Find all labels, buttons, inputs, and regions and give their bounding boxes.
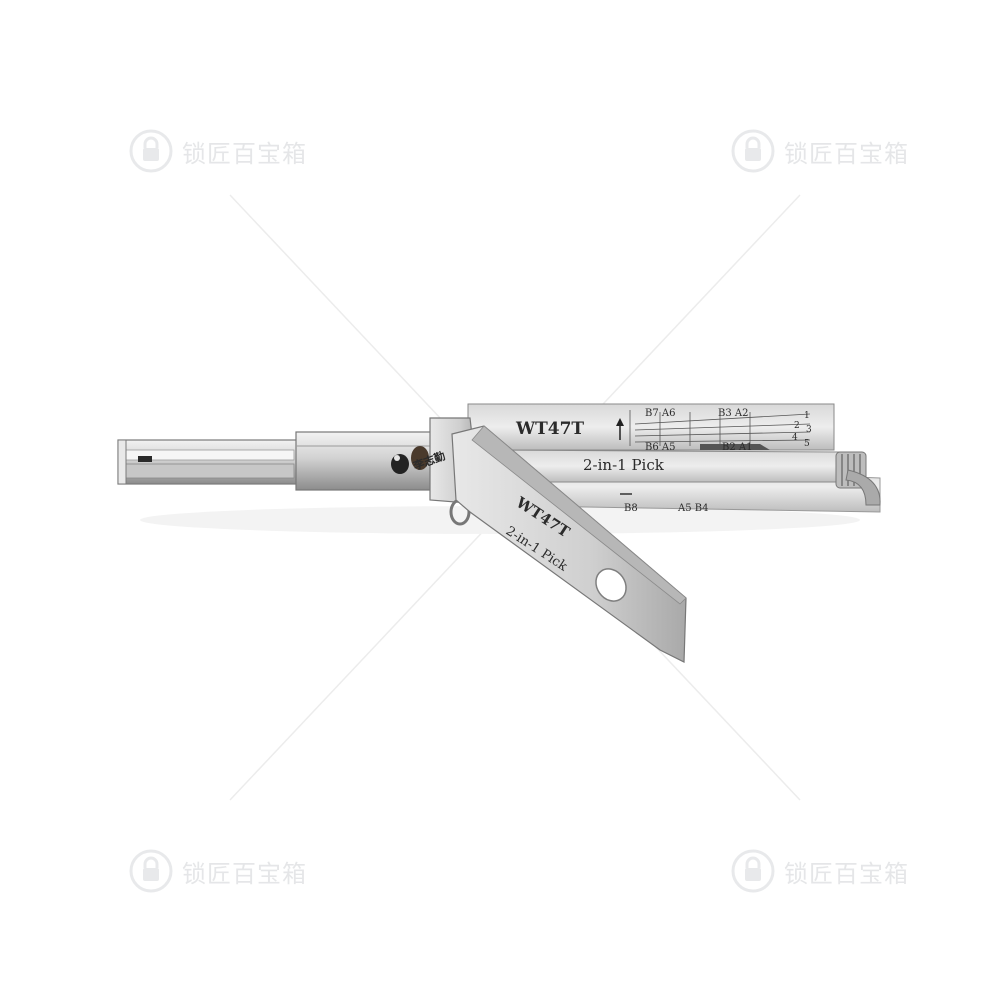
- tension-shaft: [117, 431, 437, 491]
- watermark-text: 锁匠百宝箱: [784, 859, 909, 888]
- scale-mark: 1: [804, 411, 810, 421]
- brand-mark: 李志勤: [410, 448, 447, 473]
- scale-mark: 4: [792, 433, 798, 443]
- code-row-mid-b: B2 A1: [722, 442, 752, 453]
- scale-mark: 5: [804, 439, 810, 449]
- scale-mark: 3: [806, 425, 812, 435]
- watermark: 锁匠百宝箱: [730, 848, 909, 894]
- watermark-lock-icon: [129, 129, 173, 173]
- watermark-text: 锁匠百宝箱: [784, 139, 909, 168]
- code-row-top-b: B3 A2: [718, 408, 748, 419]
- watermark-lock-icon: [731, 849, 775, 893]
- code-row-low-a: B8: [624, 503, 638, 514]
- code-row-low-b: A5 B4: [677, 503, 708, 514]
- pick-label-upper: 2-in-1 Pick: [583, 456, 665, 474]
- brand-logo: [391, 446, 429, 474]
- scale-mark: 2: [794, 421, 800, 431]
- watermark: 锁匠百宝箱: [730, 128, 909, 174]
- watermark: 锁匠百宝箱: [128, 848, 307, 894]
- code-row-mid-a: B6 A5: [645, 442, 675, 453]
- diagonal-pick-blade: [451, 425, 687, 663]
- model-label-upper: WT47T: [515, 419, 584, 439]
- grip-ridges: [835, 451, 881, 506]
- watermark-text: 锁匠百宝箱: [182, 139, 307, 168]
- watermark-text: 锁匠百宝箱: [182, 859, 307, 888]
- code-row-top-a: B7 A6: [645, 408, 675, 419]
- watermark-lock-icon: [129, 849, 173, 893]
- watermark: 锁匠百宝箱: [128, 128, 307, 174]
- watermark-lock-icon: [731, 129, 775, 173]
